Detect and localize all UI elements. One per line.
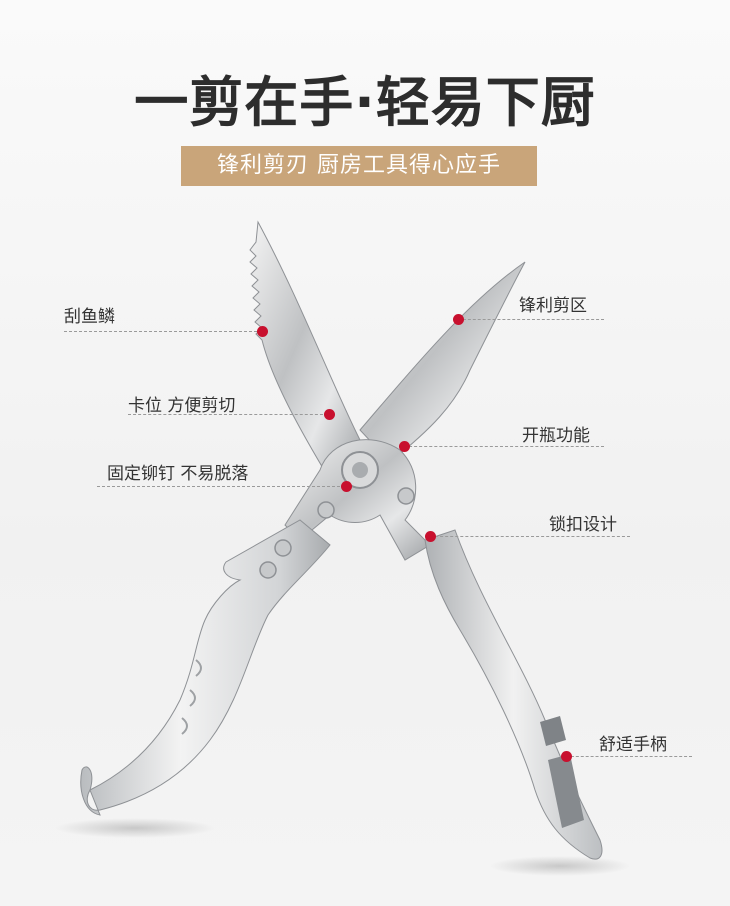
- handle-screw-bottom: [259, 561, 277, 579]
- marker-scale-scraper: [257, 326, 268, 337]
- finger-grooves: [181, 659, 202, 735]
- leader-rivet: [97, 486, 345, 487]
- callout-bottle-opener: 开瓶功能: [522, 426, 590, 446]
- leader-scale-scraper: [64, 331, 262, 332]
- leader-cutting-zone: [458, 319, 604, 320]
- callout-cutting-zone: 锋利剪区: [519, 296, 587, 316]
- pivot-rivet-center: [352, 462, 368, 478]
- callout-lock-buckle: 锁扣设计: [549, 515, 617, 535]
- marker-bottle-opener: [399, 441, 410, 452]
- handle-window-lower: [548, 754, 584, 828]
- marker-lock-buckle: [425, 531, 436, 542]
- handle-screw-top: [274, 539, 292, 557]
- cutting-blade: [359, 261, 526, 463]
- leader-handle: [566, 756, 692, 757]
- leader-lock-buckle: [430, 536, 630, 537]
- shadow-right: [490, 856, 630, 876]
- left-handle: [80, 519, 331, 816]
- headline: 一剪在手·轻易下厨: [134, 71, 596, 134]
- lock-pin-right: [397, 487, 415, 505]
- marker-handle: [561, 751, 572, 762]
- handle-window-upper: [540, 716, 566, 746]
- callout-catch-position: 卡位 方便剪切: [128, 396, 236, 416]
- marker-catch-position: [324, 409, 335, 420]
- callout-handle: 舒适手柄: [599, 735, 667, 755]
- pivot-body: [284, 439, 431, 561]
- callout-scale-scraper: 刮鱼鳞: [64, 307, 115, 327]
- lock-pin: [317, 501, 335, 519]
- serrated-blade: [249, 220, 361, 481]
- shadow-left: [55, 818, 215, 838]
- leader-bottle-opener: [404, 446, 604, 447]
- marker-rivet: [341, 481, 352, 492]
- tagline-banner: 锋利剪刃 厨房工具得心应手: [181, 146, 537, 186]
- marker-cutting-zone: [453, 314, 464, 325]
- callout-rivet: 固定铆钉 不易脱落: [107, 464, 249, 484]
- leader-catch-position: [128, 414, 328, 415]
